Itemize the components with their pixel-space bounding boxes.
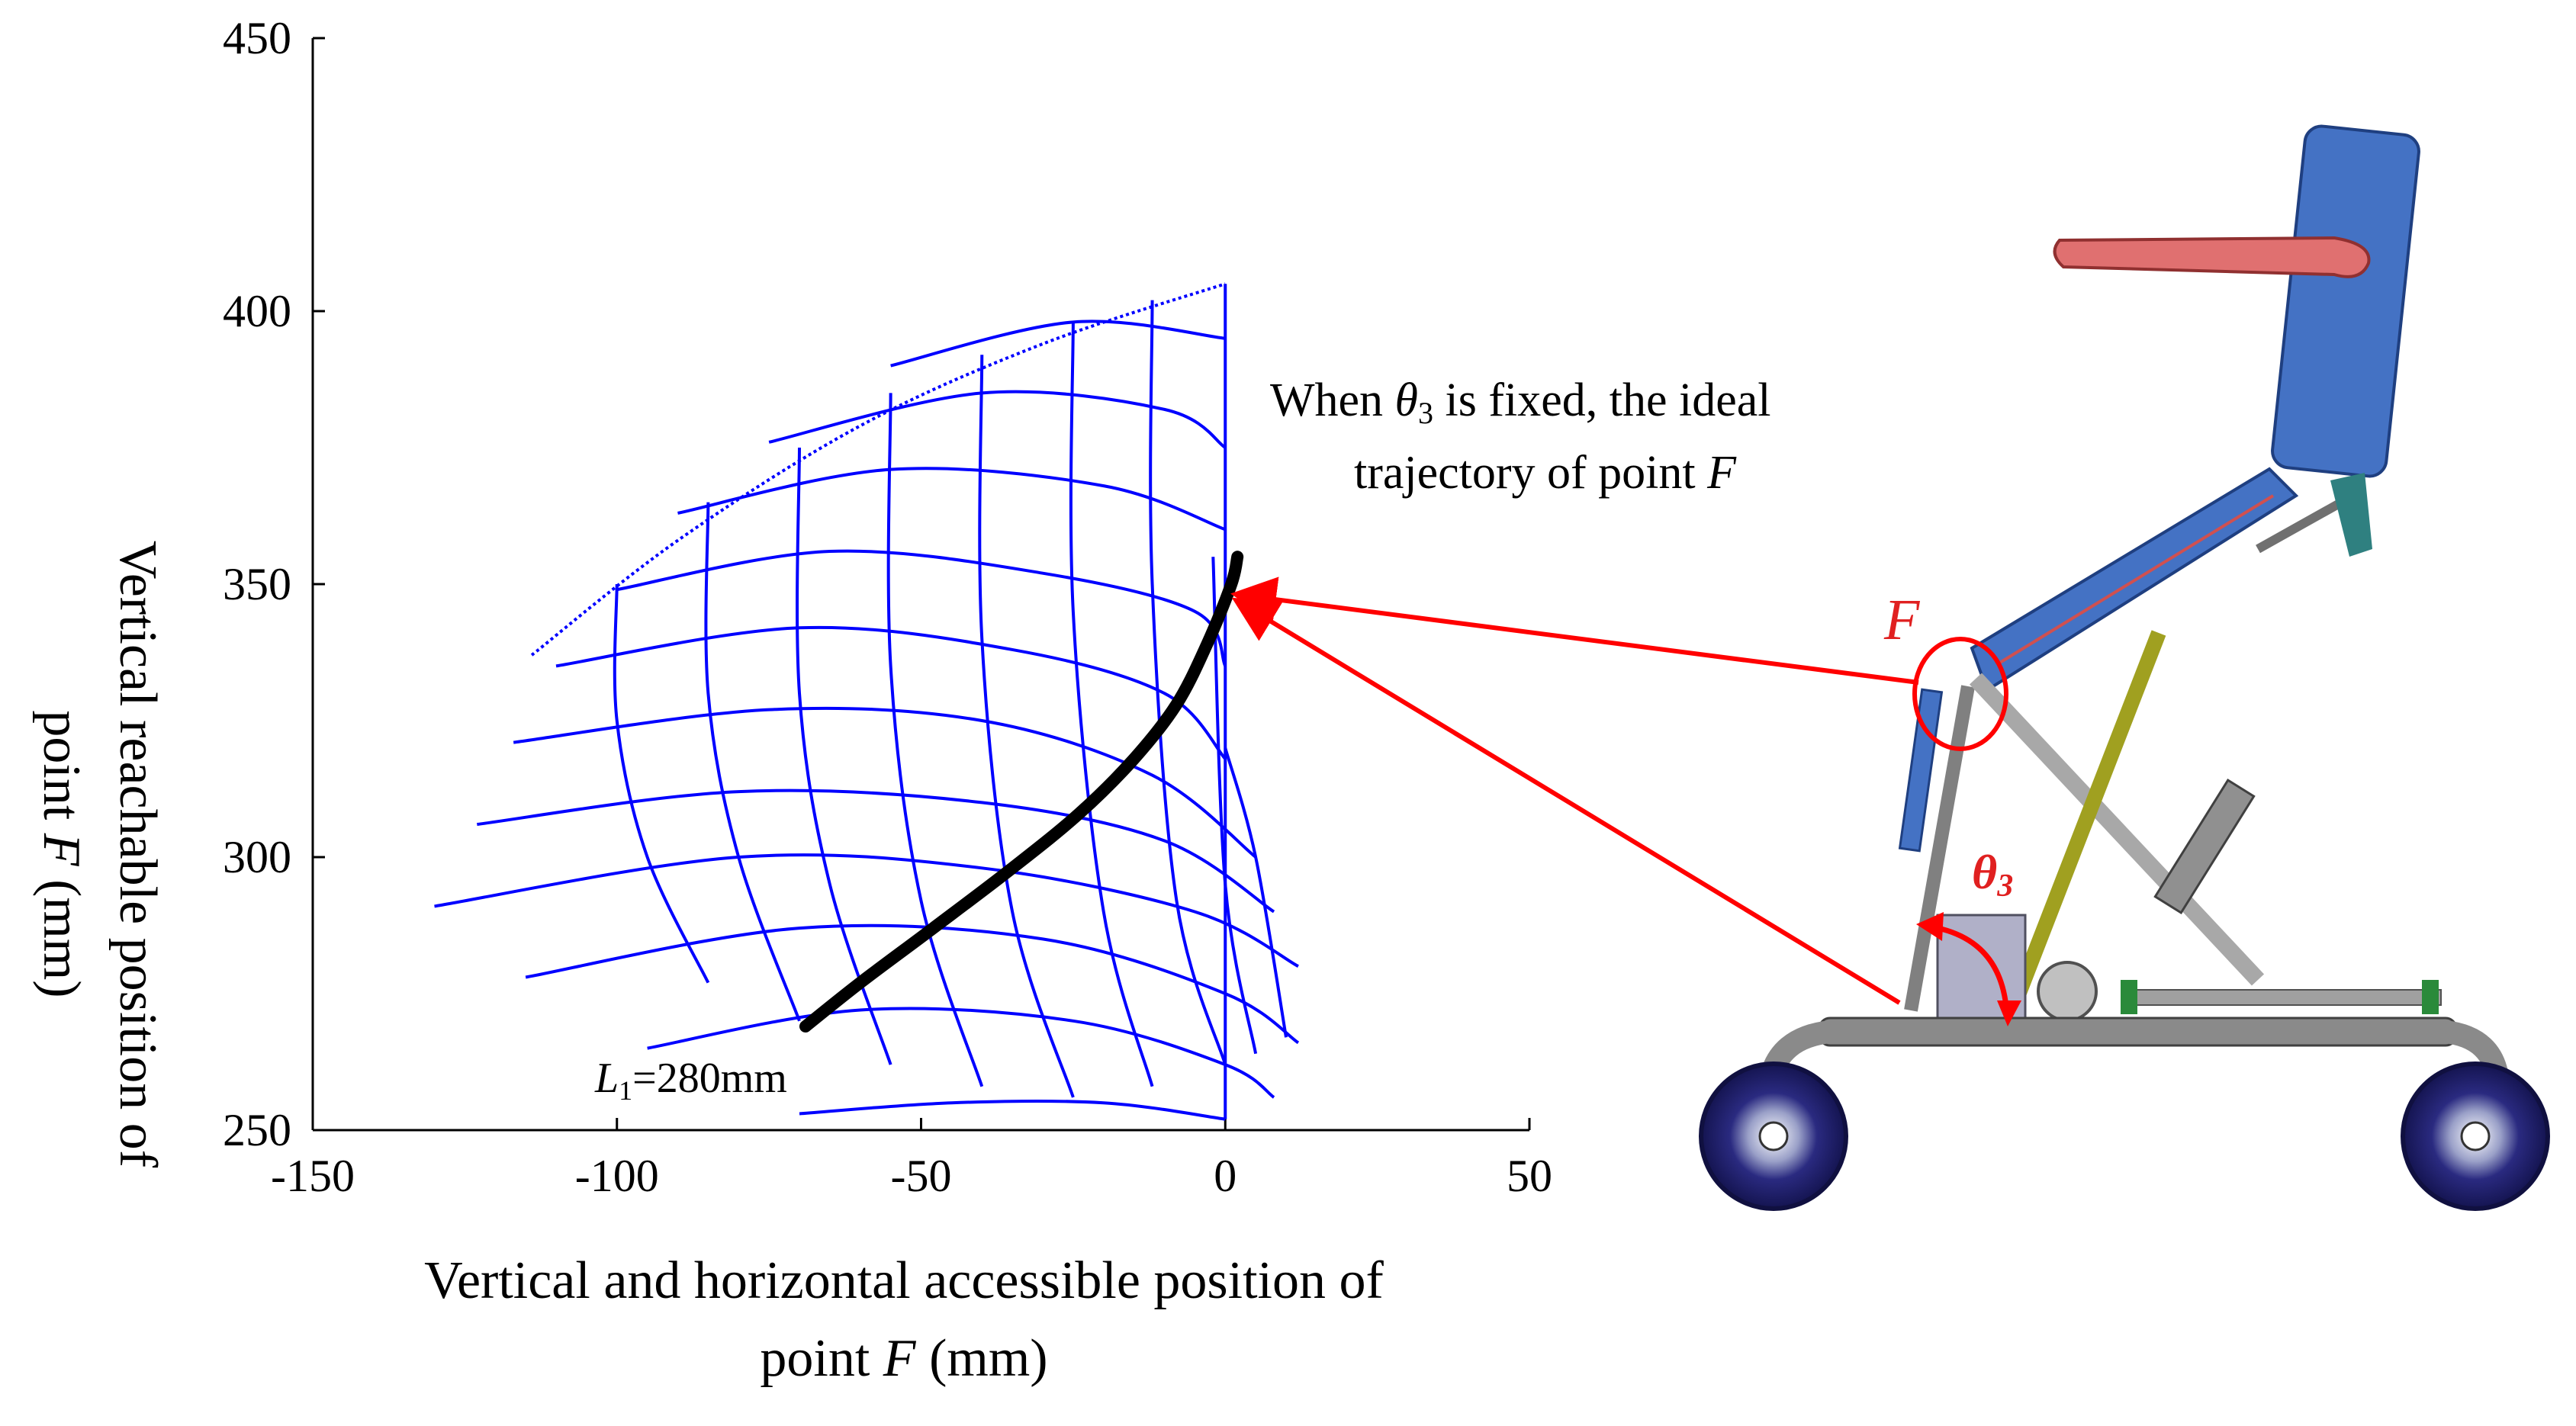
theta3-label: θ3 [1972,845,2013,904]
backrest [2271,124,2420,478]
y-axis-label-line-1: Vertical reachable position of [108,540,167,1168]
mesh-curve-constant-theta [513,706,1257,859]
x-label-var: F [883,1329,916,1388]
scissor-link-olive [2006,630,2166,1010]
mesh-outer-boundary [530,282,1226,657]
y-label-pre: point [32,710,91,833]
scissor-link-grey [1969,673,2265,986]
y-tick-group: 250 300 350 400 450 [223,13,325,1155]
y-tick-label: 450 [223,13,291,63]
mesh-curve-constant-theta [677,467,1226,532]
rear-rail [2127,989,2442,1006]
x-axis-label-line-2: point F (mm) [294,1328,1514,1389]
callout-arrow-upper [1230,577,1919,685]
x-label-pre: point [760,1329,883,1388]
x-tick-label: 0 [1214,1151,1237,1201]
l1-sub: 1 [619,1075,632,1106]
theta3-var: θ [1972,845,1997,899]
y-tick-label: 250 [223,1105,291,1155]
callout-l1-var: θ [1395,374,1418,426]
x-tick-group: -150 -100 -50 0 50 [271,1118,1552,1201]
theta3-arc [1929,923,2009,1007]
mesh-curve-constant-length [886,393,984,1087]
trajectory-group [799,551,1244,1033]
mesh-curve-constant-theta [799,1099,1226,1121]
x-label-post: (mm) [915,1329,1048,1388]
mesh-curve-constant-theta [768,390,1227,449]
theta3-sub: 3 [1996,869,2013,904]
callout-l1-sub: 3 [1418,396,1433,430]
x-axis-label-line-1: Vertical and horizontal accessible posit… [424,1251,1384,1310]
green-clamp-1 [2121,980,2137,1014]
callout-l1-post: is fixed, the ideal [1433,374,1770,426]
wheelchair-mechanism-illustration: F θ3 [1699,124,2550,1211]
front-strut [1904,685,1975,1012]
point-f-circle [1912,637,2008,751]
y-tick-label: 350 [223,559,291,609]
x-tick-label: -100 [575,1151,659,1201]
mesh-curve-constant-length [704,502,801,1022]
green-clamp-2 [2422,980,2439,1014]
y-axis-label-line-2: point F (mm) [31,282,92,1426]
callout-arrow-lower [1231,597,1901,1005]
y-tick-label: 400 [223,286,291,336]
l1-var: L [594,1055,619,1102]
front-wheel-hub [1758,1121,1789,1151]
mesh-curve-constant-length [1149,300,1227,1065]
mesh-curve-constant-length [1211,557,1258,1055]
mesh-curve-constant-length [978,355,1075,1098]
mesh-curve-constant-theta [477,788,1275,914]
mesh-curve-constant-length [1224,747,1288,1038]
l1-rest: =280mm [632,1055,787,1102]
y-axis-label-block: Vertical reachable position of point F (… [15,282,168,1426]
callout-l1-pre: When [1270,374,1395,426]
point-f-label: F [1883,588,1921,652]
rear-wheel-hub [2460,1121,2491,1151]
plot-axes: -150 -100 -50 0 50 250 300 350 400 450 [223,13,1552,1201]
y-tick-label: 300 [223,832,291,882]
mesh-curve-constant-theta [890,320,1226,368]
linear-actuator [2153,779,2256,914]
y-label-post: (mm) [32,866,91,998]
callout-l2-pre: trajectory of point [1354,447,1707,499]
legrest [1898,688,1944,853]
theta3-arrowhead-top [1916,912,1944,941]
base-frame [1818,1017,2458,1047]
mesh-curve-constant-length [613,583,710,984]
ideal-trajectory-line [799,551,1244,1033]
drive-motor [2037,961,2098,1022]
l1-annotation: L1=280mm [594,1055,787,1106]
callout-line-1: When θ3 is fixed, the ideal [1270,374,1771,430]
x-tick-label: -150 [271,1151,355,1201]
callout-l2-var: F [1706,447,1737,499]
x-tick-label: -50 [891,1151,952,1201]
mesh-curve-constant-length [1069,322,1154,1087]
x-tick-label: 50 [1507,1151,1552,1201]
armrest [2053,236,2371,278]
mesh-curve-constant-theta [616,549,1227,667]
callout-line-2: trajectory of point F [1354,447,1737,499]
theta3-arrowhead-bottom [1997,1000,2021,1026]
back-bracket [2330,473,2372,557]
workspace-mesh [434,282,1300,1121]
mesh-curve-constant-theta [434,853,1299,968]
seat-stripe [1997,494,2275,665]
y-label-var: F [32,833,91,866]
